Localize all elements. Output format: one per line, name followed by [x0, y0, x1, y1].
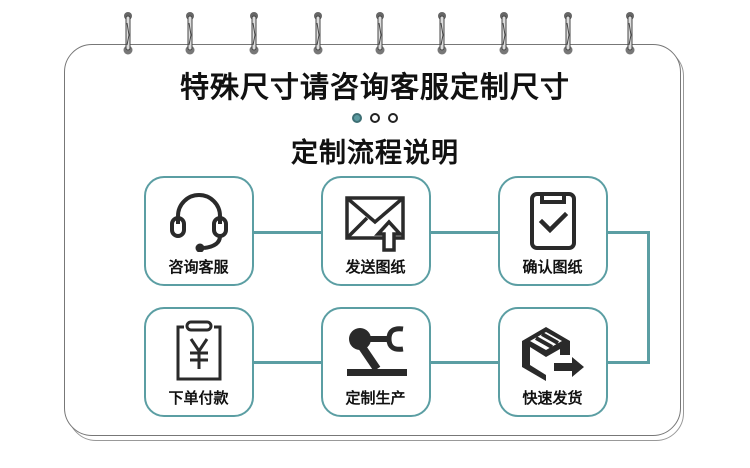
robot-arm-icon: [323, 317, 428, 385]
page-title: 特殊尺寸请咨询客服定制尺寸: [179, 70, 570, 104]
spiral-ring-icon: [123, 11, 133, 55]
step-confirm-drawing[interactable]: 确认图纸: [498, 176, 608, 286]
step-custom-production[interactable]: 定制生产: [321, 307, 431, 417]
spiral-ring-icon: [563, 11, 573, 55]
connector-2-3: [431, 231, 498, 234]
pagination-dots: [0, 113, 750, 123]
box-shipping-icon: [500, 317, 605, 385]
step-label: 咨询客服: [168, 258, 229, 276]
spiral-ring-icon: [375, 11, 385, 55]
step-label: 下单付款: [168, 389, 229, 407]
pagination-dot-1[interactable]: [352, 113, 362, 123]
spiral-ring-icon: [185, 11, 195, 55]
spiral-ring-icon: [437, 11, 447, 55]
spiral-ring-icon: [313, 11, 323, 55]
connector-5-6: [253, 361, 321, 364]
step-label: 定制生产: [345, 389, 406, 407]
connector-right-4: [607, 361, 650, 364]
spiral-ring-icon: [625, 11, 635, 55]
spiral-ring-icon: [499, 11, 509, 55]
headset-icon: [146, 186, 251, 254]
connector-1-2: [253, 231, 321, 234]
step-label: 快速发货: [522, 389, 583, 407]
step-label: 发送图纸: [345, 258, 406, 276]
step-label: 确认图纸: [522, 258, 583, 276]
connector-vertical: [647, 231, 650, 364]
connector-3-right: [607, 231, 650, 234]
step-fast-shipping[interactable]: 快速发货: [498, 307, 608, 417]
pagination-dot-3[interactable]: [388, 113, 398, 123]
envelope-upload-icon: [323, 186, 428, 254]
clipboard-yen-icon: [146, 317, 251, 385]
step-send-drawing[interactable]: 发送图纸: [321, 176, 431, 286]
connector-4-5: [431, 361, 498, 364]
section-title: 定制流程说明: [291, 138, 459, 169]
step-consult[interactable]: 咨询客服: [144, 176, 254, 286]
pagination-dot-2[interactable]: [370, 113, 380, 123]
clipboard-check-icon: [500, 186, 605, 254]
step-order-pay[interactable]: 下单付款: [144, 307, 254, 417]
spiral-ring-icon: [249, 11, 259, 55]
